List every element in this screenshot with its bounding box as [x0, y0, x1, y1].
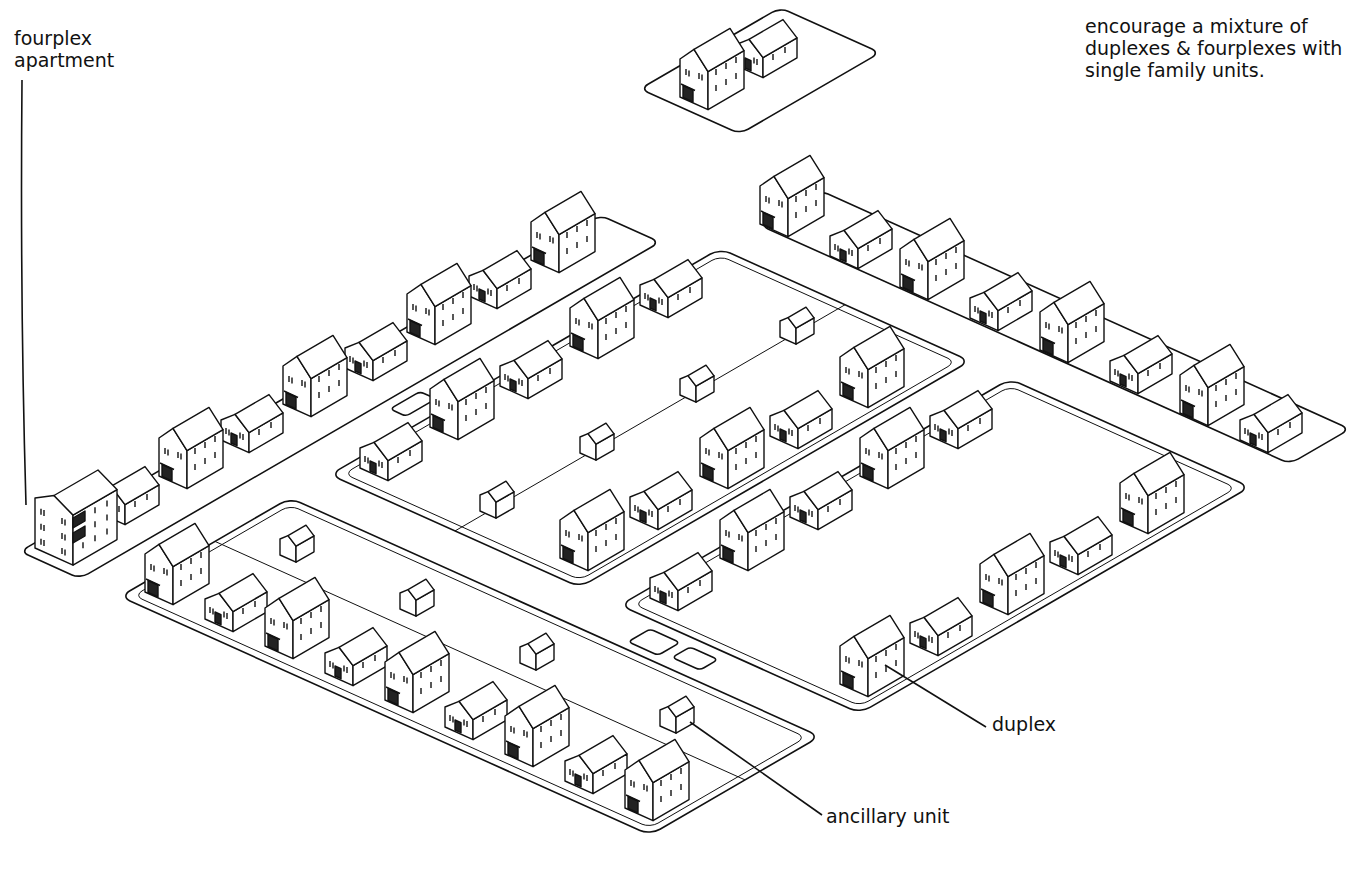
garage — [280, 525, 314, 562]
garage — [520, 633, 554, 670]
garage — [680, 365, 714, 402]
block-outline — [120, 498, 820, 835]
house — [1120, 452, 1184, 533]
ancillary-building — [660, 696, 694, 733]
house — [770, 391, 832, 449]
fourplex-building — [35, 470, 117, 565]
house — [283, 335, 347, 416]
house — [500, 341, 562, 399]
house — [505, 685, 569, 766]
building-label: fourplex apartment — [14, 28, 134, 72]
house — [1180, 344, 1244, 425]
house — [680, 28, 744, 109]
house — [469, 251, 531, 309]
house — [650, 553, 712, 611]
house — [159, 407, 223, 488]
street-grid — [0, 8, 1360, 835]
house — [265, 577, 329, 658]
block-outline — [330, 249, 970, 588]
garage — [780, 307, 814, 344]
house — [1110, 336, 1172, 394]
block-outline — [620, 379, 1250, 713]
garage — [400, 579, 434, 616]
leader-lines — [22, 80, 987, 815]
house — [221, 395, 283, 453]
house — [840, 326, 904, 407]
block-outline — [640, 8, 880, 134]
house — [345, 323, 407, 381]
house — [570, 277, 634, 358]
house — [531, 191, 595, 272]
house — [325, 628, 387, 686]
leader-line — [22, 80, 27, 505]
house — [560, 489, 624, 570]
duplex-building — [840, 615, 904, 696]
house — [430, 358, 494, 439]
garage — [580, 423, 614, 460]
house — [407, 263, 471, 344]
parked-car — [672, 647, 718, 670]
house — [830, 211, 892, 269]
parked-car — [390, 392, 436, 417]
building-label: duplex — [992, 714, 1112, 736]
parked-car — [628, 629, 680, 655]
house — [760, 155, 824, 236]
leader-line — [690, 722, 822, 815]
house — [970, 273, 1032, 331]
garage — [480, 481, 514, 518]
house — [900, 218, 964, 299]
sidewalk-line — [634, 386, 1236, 706]
building-label: ancillary unit — [826, 806, 996, 828]
leader-line — [885, 665, 986, 727]
house — [385, 631, 449, 712]
houses — [35, 20, 1302, 821]
house — [1040, 281, 1104, 362]
block-outline — [760, 191, 1350, 464]
house — [1240, 395, 1302, 453]
sidewalk-line — [134, 505, 806, 828]
house — [360, 423, 422, 481]
house — [565, 736, 627, 794]
house — [145, 523, 209, 604]
house — [930, 391, 992, 449]
house — [910, 598, 972, 656]
sidewalk-line — [344, 256, 956, 580]
house — [980, 533, 1044, 614]
house — [700, 407, 764, 488]
house — [1050, 517, 1112, 575]
design-note: encourage a mixture of duplexes & fourpl… — [1085, 16, 1357, 82]
house — [630, 472, 692, 530]
house — [625, 739, 689, 820]
house — [640, 260, 702, 318]
house — [205, 574, 267, 632]
lot-line — [455, 305, 845, 531]
house — [720, 489, 784, 570]
house — [790, 472, 852, 530]
house — [860, 407, 924, 488]
house — [445, 682, 507, 740]
